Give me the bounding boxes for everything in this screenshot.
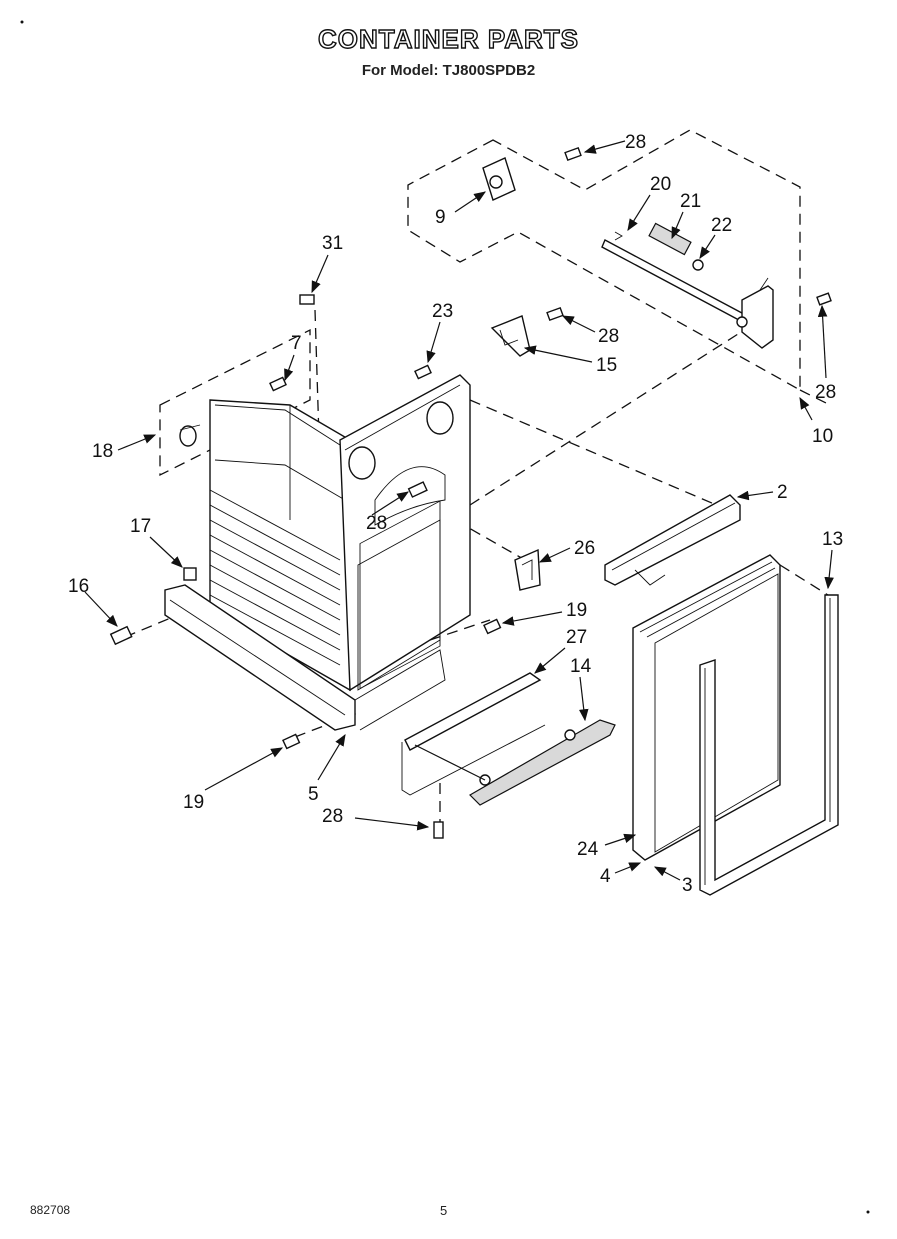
part-2-rail	[604, 494, 741, 586]
callout-24: 24	[577, 839, 599, 860]
callout-7: 7	[291, 333, 302, 354]
callout-28: 28	[815, 382, 836, 403]
handle-parts	[401, 672, 616, 806]
bracket-26	[514, 548, 541, 591]
callout-4: 4	[600, 866, 611, 887]
hinge-bracket-9	[482, 157, 516, 201]
callout-23: 23	[432, 301, 453, 322]
callout-28: 28	[322, 806, 343, 827]
callout-27: 27	[566, 627, 587, 648]
door-assembly	[632, 554, 839, 896]
knob-18	[179, 424, 201, 447]
callout-20: 20	[650, 174, 671, 195]
cabinet-body	[164, 374, 471, 731]
callout-26: 26	[574, 538, 595, 559]
callout-17: 17	[130, 516, 151, 537]
upper-hinge-group-outline	[407, 129, 801, 392]
hinge-rod-assembly	[601, 222, 774, 349]
page-title: CONTAINER PARTS	[317, 23, 580, 54]
callout-2: 2	[777, 482, 788, 503]
corner-mark	[866, 1210, 870, 1214]
left-panel-group-outline	[159, 328, 311, 477]
document-number: 882708	[30, 1203, 71, 1217]
leader-lines	[84, 140, 834, 881]
callout-5: 5	[308, 784, 319, 805]
callout-21: 21	[680, 191, 701, 212]
callout-28: 28	[598, 326, 619, 347]
callout-15: 15	[596, 355, 617, 376]
callout-19: 19	[183, 792, 204, 813]
callout-labels: 28 9 20 21 22 31 23 28 15 7 28 10 18 2 2…	[68, 132, 843, 896]
callout-28: 28	[366, 513, 387, 534]
page-number: 5	[440, 1203, 448, 1218]
corner-mark	[20, 20, 24, 24]
callout-16: 16	[68, 576, 89, 597]
callout-18: 18	[92, 441, 113, 462]
callout-3: 3	[682, 875, 693, 896]
callout-13: 13	[822, 529, 843, 550]
bracket-15	[490, 315, 531, 357]
callout-9: 9	[435, 207, 446, 228]
callout-22: 22	[711, 215, 732, 236]
callout-14: 14	[570, 656, 592, 677]
callout-19: 19	[566, 600, 587, 621]
callout-10: 10	[812, 426, 833, 447]
callout-31: 31	[322, 233, 343, 254]
callout-28: 28	[625, 132, 646, 153]
model-subtitle: For Model: TJ800SPDB2	[361, 62, 536, 79]
screws	[109, 146, 832, 839]
